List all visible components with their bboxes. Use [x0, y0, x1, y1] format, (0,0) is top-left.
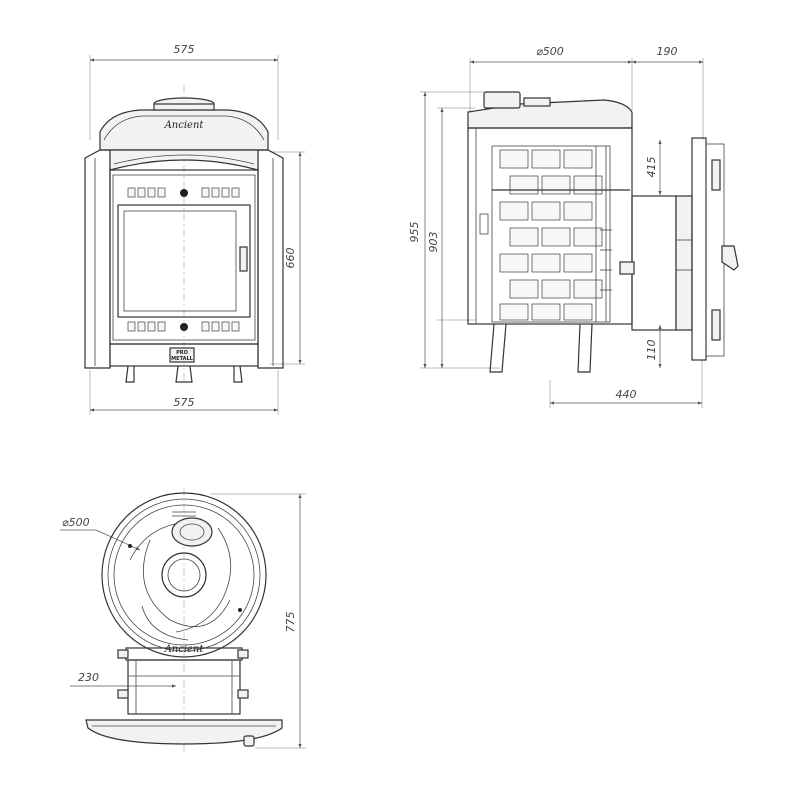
side-depth-dimension: 440 — [550, 388, 702, 405]
side-body-height-dimension: 903 — [427, 108, 444, 368]
front-height-dimension: 660 — [284, 152, 302, 364]
top-length-label: 775 — [284, 612, 297, 633]
side-door-depth-dimension: 190 — [632, 45, 703, 64]
front-top-grill — [127, 187, 240, 198]
side-door-depth-label: 190 — [657, 45, 678, 58]
front-width-top-label: 575 — [174, 43, 195, 56]
side-brick-lining — [491, 145, 611, 323]
top-diameter-dimension: ⌀500 — [60, 516, 141, 551]
front-width-bottom-label: 575 — [174, 396, 195, 409]
side-diameter-dimension: ⌀500 — [470, 45, 632, 64]
top-neck-width-dimension: 230 — [70, 671, 176, 688]
top-length-dimension: 775 — [284, 494, 302, 748]
side-upper-offset-dimension: 415 — [645, 140, 662, 195]
front-brand-logo: Ancient — [164, 120, 205, 131]
top-view: 775 ⌀500 230 Ancient — [60, 488, 306, 752]
top-neck-width-label: 230 — [78, 671, 99, 684]
side-leg-height-label: 110 — [645, 340, 658, 361]
top-brand-logo: Ancient — [164, 644, 205, 655]
side-diameter-label: ⌀500 — [536, 45, 564, 58]
front-badge-line1: PRO — [176, 350, 188, 356]
side-depth-label: 440 — [616, 388, 637, 401]
top-diameter-label: ⌀500 — [62, 516, 90, 529]
side-upper-offset-label: 415 — [645, 157, 658, 178]
side-total-height-label: 955 — [408, 222, 421, 243]
front-width-top-dimension: 575 — [90, 43, 278, 62]
front-width-bottom-dimension: 575 — [90, 396, 278, 412]
side-leg-height-dimension: 110 — [645, 325, 662, 368]
front-bottom-grill — [127, 321, 240, 332]
side-view: ⌀500 190 955 903 415 110 440 — [408, 45, 739, 408]
front-view: 575 575 660 Ancient — [84, 43, 305, 415]
front-height-label: 660 — [284, 248, 297, 269]
side-body-height-label: 903 — [427, 232, 440, 253]
side-total-height-dimension: 955 — [408, 92, 427, 368]
front-badge-line2: METALL — [171, 356, 193, 362]
